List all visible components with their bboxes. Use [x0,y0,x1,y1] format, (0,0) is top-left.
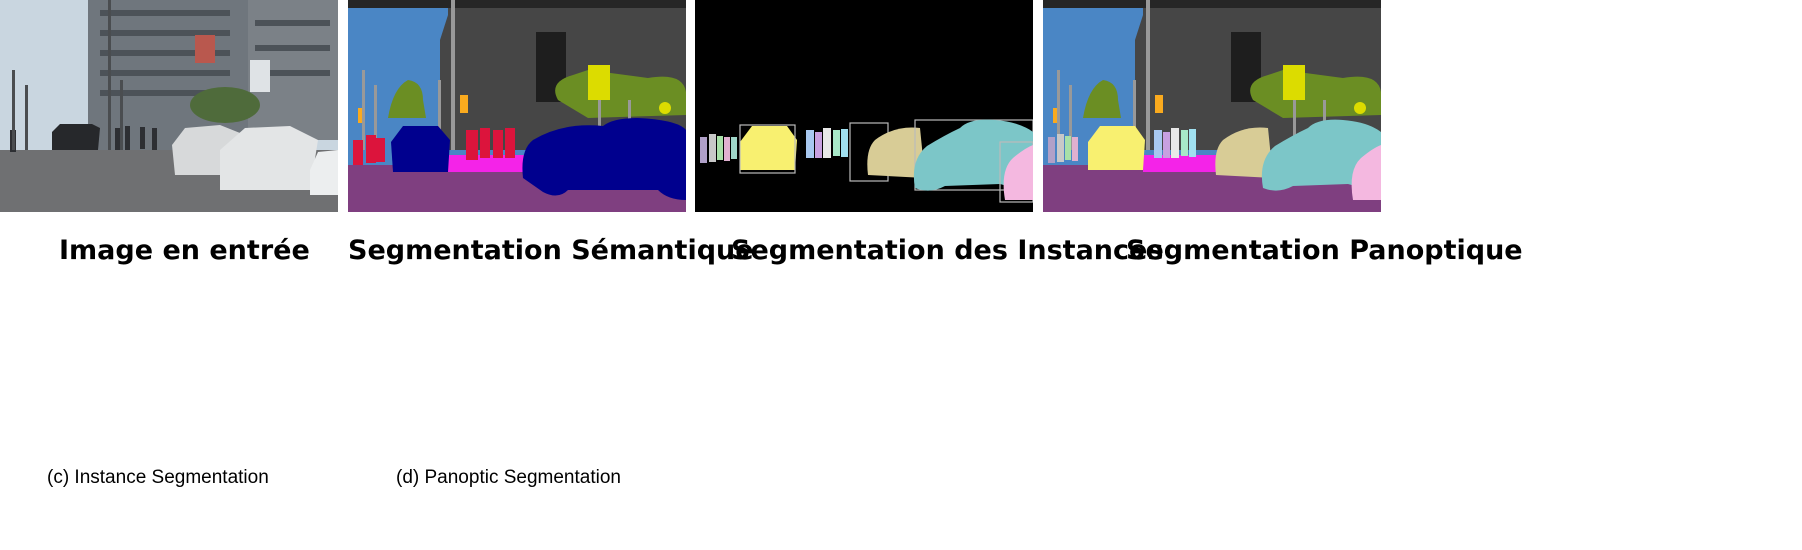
instance-segmentation-image [695,0,1033,212]
seg-traffic-light-1 [460,95,468,113]
pan-top-strip [1043,0,1381,8]
inst-box-cyan [914,119,1033,191]
caption-instance-segmentation: Segmentation des Instances [731,235,1164,266]
caption-input-image: Image en entrée [59,235,310,266]
inst-car-pink [1003,145,1033,200]
semantic-map [348,0,686,212]
seg-traffic-sign [588,65,610,100]
inst-box-yellow [739,124,796,174]
photo-parking-sign [250,60,270,92]
photo-sign [195,35,215,63]
photo-windows [100,10,330,96]
seg-car-2 [522,118,686,200]
pan-car-beige [1215,127,1273,178]
pan-traffic-light-1 [1155,95,1163,113]
pan-traffic-sign-round [1354,102,1366,114]
pan-traffic-sign [1283,65,1305,100]
input-image [0,0,338,212]
pan-vegetation-right [1250,70,1381,118]
pan-building [1135,8,1381,212]
caption-panoptic-segmentation: Segmentation Panoptique [1126,235,1523,266]
seg-vegetation-left [388,80,426,118]
seg-car-1 [391,126,450,172]
semantic-segmentation-image [348,0,686,212]
inst-box-pink [999,141,1033,203]
subcaption-c: (c) Instance Segmentation [47,467,269,488]
instance-map [695,0,1033,212]
seg-vegetation-right [555,70,686,118]
photo-car-white-3 [310,150,338,195]
photo-tree [190,87,260,123]
photo-car-dark [52,124,100,150]
panoptic-map [1043,0,1381,212]
inst-persons-left [700,134,737,163]
seg-persons [353,128,515,165]
pan-car-yellow [1088,126,1145,170]
inst-persons-center [806,128,848,158]
pan-car-cyan [1261,119,1381,191]
inst-car-beige [867,127,925,178]
pan-persons [1048,128,1196,163]
pan-car-pink [1351,145,1381,200]
inst-car-yellow [740,126,797,170]
street-photo [0,0,338,212]
photo-poles [12,0,123,150]
seg-traffic-sign-round [659,102,671,114]
inst-car-cyan [913,119,1033,191]
seg-traffic-light-2 [358,108,365,123]
photo-car-white-2 [220,126,318,190]
pan-vegetation-left [1083,80,1121,118]
pan-traffic-light-2 [1053,108,1060,123]
panoptic-segmentation-image [1043,0,1381,212]
seg-top-strip [348,0,686,8]
caption-semantic-segmentation: Segmentation Sémantique [348,235,754,266]
subcaption-d: (d) Panoptic Segmentation [396,467,621,488]
seg-building [440,8,686,212]
